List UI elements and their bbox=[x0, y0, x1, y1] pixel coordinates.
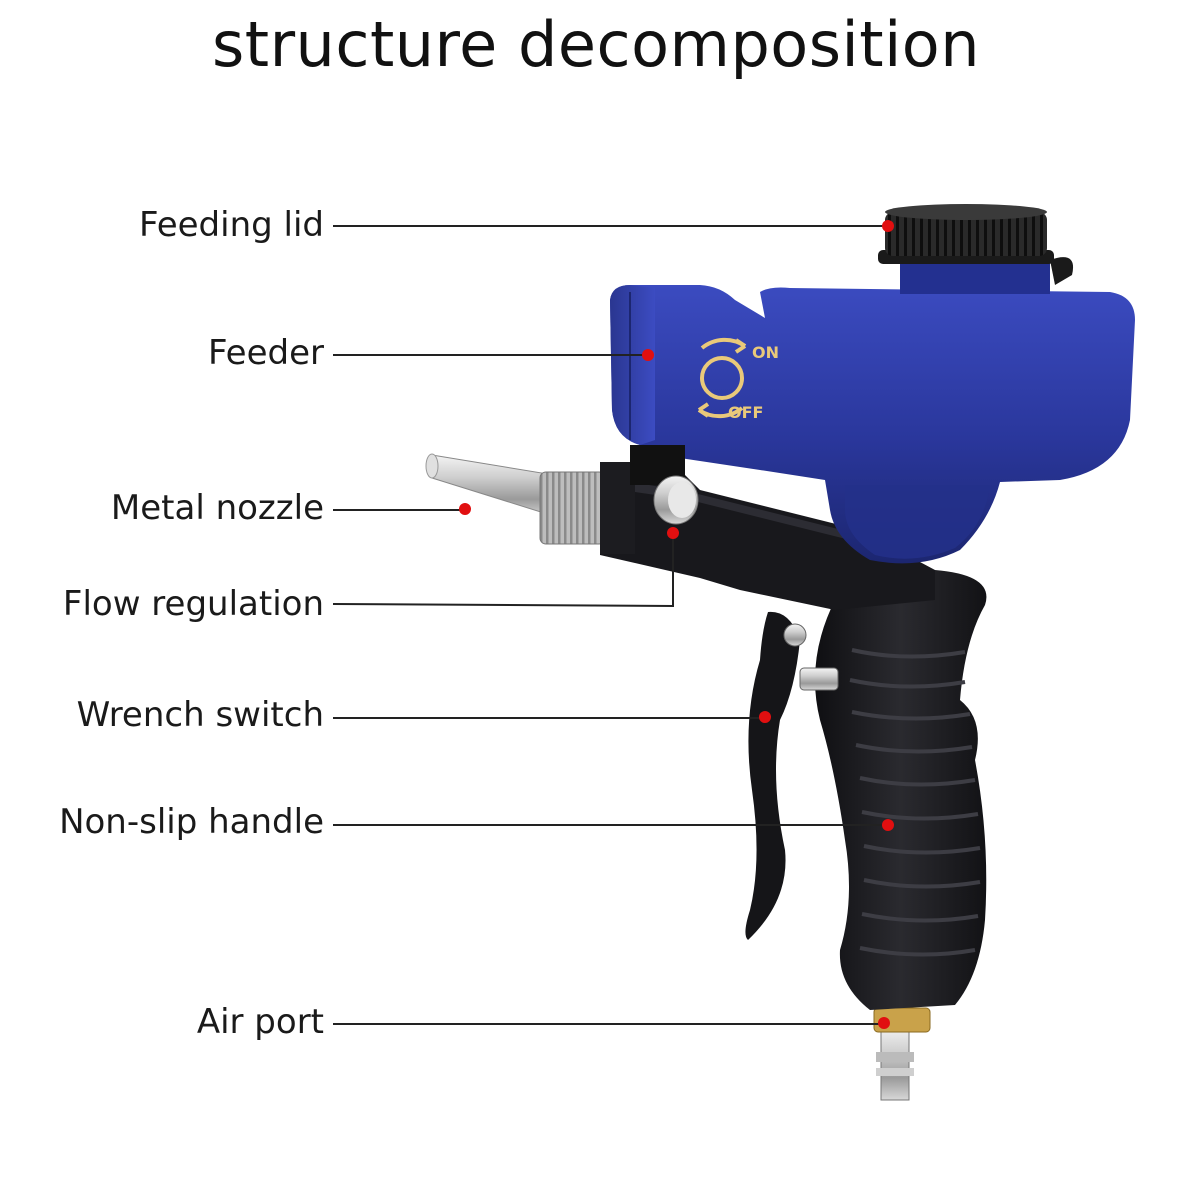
marker-feeding-lid bbox=[882, 220, 894, 232]
label-air-port: Air port bbox=[196, 1002, 324, 1042]
flow-regulation-knob bbox=[630, 445, 699, 525]
leader-line-flow-regulation bbox=[332, 533, 674, 608]
feeder-hopper bbox=[610, 285, 1135, 564]
on-off-dial-icon: ON OFF bbox=[697, 337, 779, 422]
label-wrench-switch: Wrench switch bbox=[76, 695, 324, 735]
marker-metal-nozzle bbox=[459, 503, 471, 515]
metal-nozzle bbox=[425, 453, 635, 554]
page-title: structure decomposition bbox=[211, 8, 981, 81]
feeding-lid bbox=[878, 204, 1074, 294]
wrench-switch bbox=[745, 611, 839, 940]
dial-off-text: OFF bbox=[728, 403, 763, 422]
dial-on-text: ON bbox=[752, 343, 779, 362]
label-feeder: Feeder bbox=[207, 333, 324, 373]
marker-feeder bbox=[642, 349, 654, 361]
non-slip-handle bbox=[815, 570, 987, 1010]
marker-flow-regulation bbox=[667, 527, 679, 539]
marker-wrench-switch bbox=[759, 711, 771, 723]
label-flow-regulation: Flow regulation bbox=[62, 584, 324, 624]
marker-air-port bbox=[878, 1017, 890, 1029]
markers bbox=[459, 220, 894, 1029]
label-metal-nozzle: Metal nozzle bbox=[110, 488, 324, 528]
leader-lines bbox=[332, 225, 888, 1025]
label-feeding-lid: Feeding lid bbox=[139, 205, 324, 245]
label-non-slip-handle: Non-slip handle bbox=[59, 802, 324, 842]
marker-non-slip-handle bbox=[882, 819, 894, 831]
